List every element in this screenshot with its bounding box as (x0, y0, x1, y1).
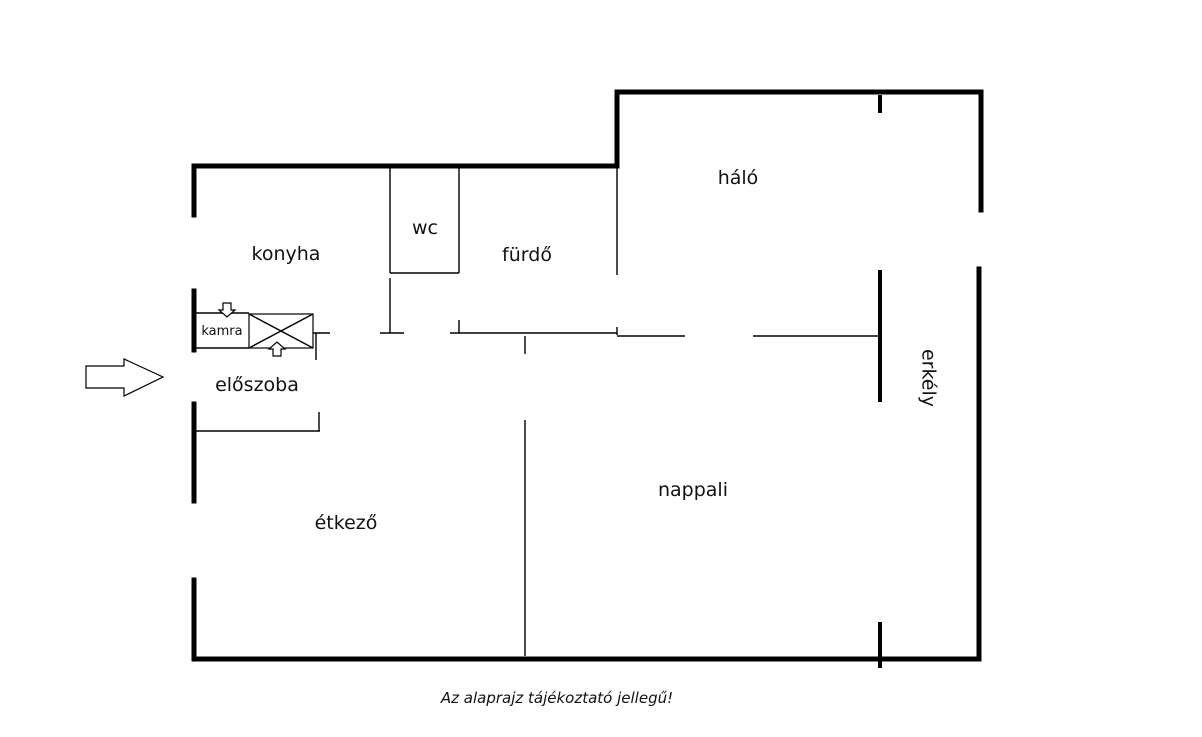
room-label-wc: wc (412, 217, 438, 239)
ventilation-shaft-icon (248, 313, 314, 349)
room-label-eloszoba: előszoba (215, 374, 299, 396)
disclaimer-caption: Az alaprajz tájékoztató jellegű! (440, 689, 673, 707)
outer-wall-top-left (191, 89, 984, 218)
room-label-kamra: kamra (201, 324, 242, 339)
room-label-furdo: fürdő (502, 244, 552, 266)
inner-walls (196, 168, 878, 656)
outer-wall-right-bottom (191, 266, 982, 662)
room-label-etkezo: étkező (315, 512, 378, 534)
room-label-halo: háló (718, 167, 759, 189)
room-label-konyha: konyha (252, 243, 321, 265)
room-label-nappali: nappali (658, 479, 728, 501)
outer-walls (191, 89, 984, 668)
small-arrow-down-icon (217, 302, 237, 318)
small-arrow-up-icon (267, 341, 287, 357)
entrance-arrow-icon (85, 358, 165, 397)
room-label-erkely: erkély (918, 349, 940, 407)
